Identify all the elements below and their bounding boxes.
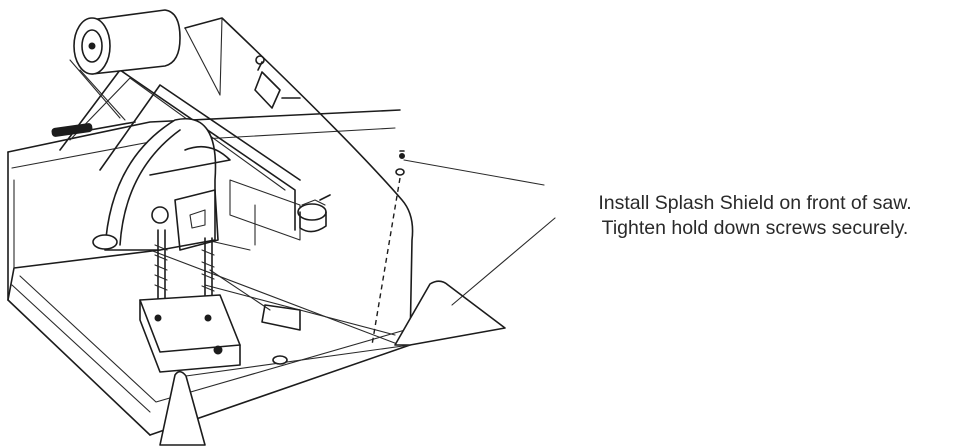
motor	[69, 9, 181, 121]
side-wall	[184, 17, 414, 346]
floor-bolts	[92, 234, 288, 365]
foot-plate	[139, 294, 241, 373]
instruction-line-1: Install Splash Shield on front of saw.	[598, 192, 912, 214]
hold-down-screw	[371, 150, 405, 346]
saw-blade-guard	[104, 118, 231, 251]
handle	[51, 121, 136, 137]
callout-leader-lines	[403, 159, 556, 306]
adjustment-knob	[254, 55, 331, 233]
instruction-callout: Install Splash Shield on front of saw. T…	[548, 191, 962, 241]
instruction-line-2: Tighten hold down screws securely.	[601, 217, 909, 239]
splash-shield	[159, 280, 506, 446]
